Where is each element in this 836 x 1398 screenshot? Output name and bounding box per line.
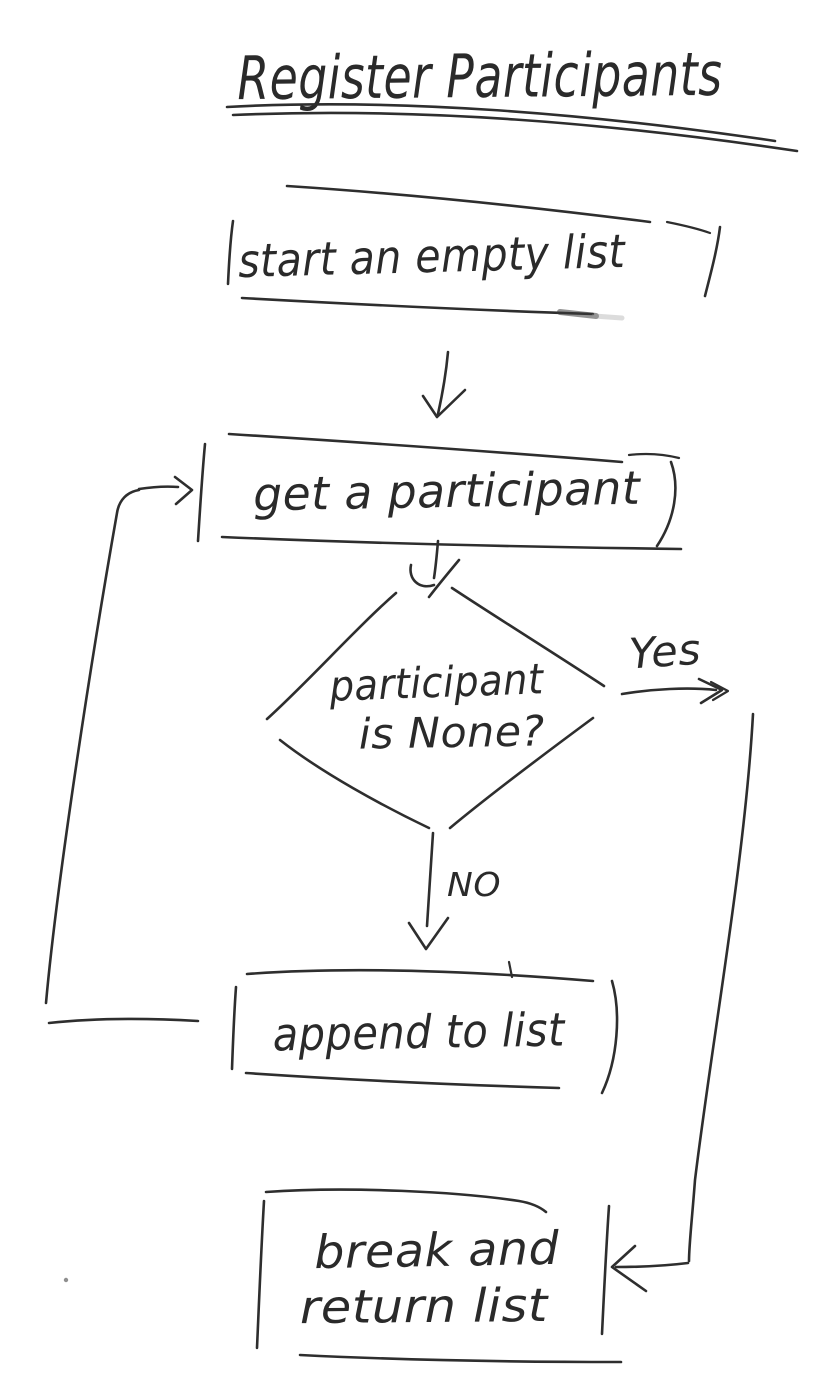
break-box-right-bar (600, 1204, 611, 1336)
start-box-right-bar (703, 225, 722, 298)
node-get-participant: get a participant (196, 432, 683, 551)
append-node-label: append to list (272, 1002, 566, 1061)
append-box-bottom-line (244, 1071, 561, 1090)
node-append-to-list: append to list (230, 960, 619, 1095)
yes-arrow-shaft (620, 687, 718, 696)
get-node-label: get a participant (253, 461, 642, 522)
append-box-top-line (245, 968, 595, 983)
arrow-down-2-shaft (432, 539, 440, 580)
yes-arrow-head (697, 677, 724, 705)
yes-branch-arrow-head (610, 1244, 648, 1293)
node-start-empty-list: start an empty list (226, 184, 722, 321)
loop-top-horizontal (137, 485, 180, 491)
diamond-edge-top-left (265, 591, 398, 721)
diamond-edge-bottom-right (448, 716, 595, 830)
node-break-return-list: break and return list (255, 1188, 623, 1364)
loop-horizontal-from-append (47, 1017, 200, 1025)
arrow-down-1-head (421, 388, 467, 419)
append-box-top-tick (507, 960, 514, 979)
stray-ink-dot (63, 1277, 69, 1283)
get-box-top-dash (627, 452, 681, 460)
break-box-left-bar (255, 1199, 266, 1350)
title-underline-2 (231, 111, 799, 153)
get-box-left-bar (196, 442, 207, 543)
loop-arrow-head (173, 475, 194, 506)
decision-label-line2: is None? (358, 706, 545, 758)
get-box-right-bracket (655, 460, 677, 548)
diamond-edge-bottom-left (278, 738, 431, 830)
ink-smudge-faint (591, 313, 625, 321)
title-group: Register Participants (225, 40, 799, 153)
edge-start-to-get (421, 350, 467, 419)
start-box-bottom-line (240, 296, 595, 316)
edge-yes-branch: Yes (610, 625, 755, 1293)
loop-vertical-line (44, 488, 141, 1005)
diamond-edge-top-right (450, 586, 606, 688)
yes-arrow-head-2 (709, 680, 730, 702)
page-title: Register Participants (237, 40, 723, 114)
get-box-bottom-line (220, 535, 683, 551)
title-underline-1 (225, 102, 777, 143)
append-box-right-bracket (600, 979, 619, 1095)
start-box-left-bar (226, 219, 235, 286)
no-arrow-shaft (425, 831, 435, 928)
arrow-down-2-hook (409, 563, 436, 588)
edge-no-branch: NO (407, 831, 501, 951)
arrow-down-2-slash (427, 558, 461, 599)
append-box-left-bar (230, 985, 238, 1071)
no-arrow-head (407, 916, 450, 951)
start-box-top-line (285, 184, 652, 224)
ink-smudge (557, 309, 599, 319)
decision-label-line1: participant (328, 654, 545, 711)
node-decision-participant-none: participant is None? (265, 586, 606, 830)
yes-branch-vertical-line (687, 712, 755, 1263)
start-box-top-dash (665, 220, 712, 235)
break-node-label-line2: return list (300, 1278, 550, 1334)
get-box-top-line (227, 432, 624, 464)
break-node-label-line1: break and (314, 1221, 560, 1279)
no-label: NO (447, 865, 501, 904)
break-box-top-line (264, 1188, 548, 1214)
edge-get-to-check (409, 539, 461, 599)
edge-loop-back (44, 475, 200, 1025)
break-box-bottom-line (298, 1353, 623, 1364)
yes-label: Yes (627, 625, 702, 679)
arrow-down-1-shaft (436, 350, 450, 416)
yes-branch-horizontal-line (614, 1261, 690, 1269)
start-node-label: start an empty list (237, 224, 627, 288)
